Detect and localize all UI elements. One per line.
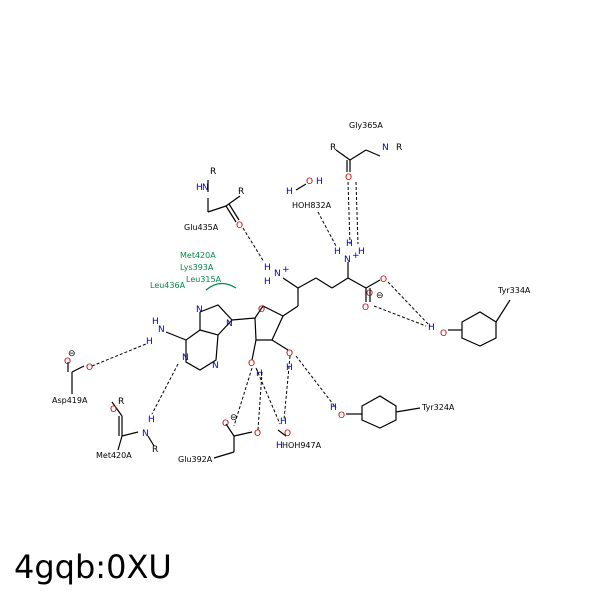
atom-o: O bbox=[86, 363, 93, 373]
atom-h: H bbox=[148, 415, 155, 425]
hydrophobic-labels: Met420A Lys393A Leu315A Leu436A bbox=[150, 251, 222, 290]
atom-labels: R N R O R N H R O H O H H H H N + H N + … bbox=[64, 143, 447, 455]
diagram-caption: 4gqb:0XU bbox=[14, 548, 172, 586]
hydrophobic-label-lys393: Lys393A bbox=[180, 263, 214, 272]
atom-h: H bbox=[330, 403, 337, 413]
hydrogen-bonds bbox=[91, 181, 431, 431]
atom-o: O bbox=[248, 359, 255, 369]
charge-minus: ⊖ bbox=[376, 291, 384, 301]
atom-o: O bbox=[366, 289, 373, 299]
atom-o: O bbox=[64, 357, 71, 367]
atom-o: O bbox=[306, 177, 313, 187]
atom-n: N bbox=[274, 269, 281, 279]
atom-h: H bbox=[286, 187, 293, 197]
atom-n: N bbox=[344, 255, 351, 265]
atom-n: N bbox=[196, 305, 203, 315]
residue-labels: Gly365A Glu435A HOH832A Tyr334A Asp419A … bbox=[52, 121, 531, 464]
label-met420: Met420A bbox=[96, 451, 132, 460]
label-gly365: Gly365A bbox=[349, 121, 383, 130]
atom-o: O bbox=[338, 411, 345, 421]
atom-o: O bbox=[258, 305, 265, 315]
hydrophobic-label-leu315: Leu315A bbox=[186, 275, 222, 284]
hydrophobic-label-leu436: Leu436A bbox=[150, 281, 186, 290]
atom-h: H bbox=[286, 363, 293, 373]
atom-n: N bbox=[202, 183, 209, 193]
atom-n: N bbox=[212, 361, 219, 371]
ligand-bonds bbox=[165, 262, 381, 371]
atom-o: O bbox=[254, 429, 261, 439]
atom-o: O bbox=[286, 349, 293, 359]
atom-h: H bbox=[428, 323, 435, 333]
atom-h: H bbox=[196, 183, 203, 193]
atom-o: O bbox=[440, 329, 447, 339]
label-hoh832: HOH832A bbox=[292, 201, 332, 210]
atom-h: H bbox=[264, 263, 271, 273]
label-glu435: Glu435A bbox=[184, 223, 219, 232]
label-glu392: Glu392A bbox=[178, 455, 213, 464]
atom-o: O bbox=[345, 173, 352, 183]
atom-o: O bbox=[362, 303, 369, 313]
hydrophobic-label-met420: Met420A bbox=[180, 251, 216, 260]
atom-h: H bbox=[316, 177, 323, 187]
charge-minus: ⊖ bbox=[230, 413, 238, 423]
atom-h: H bbox=[146, 337, 153, 347]
label-tyr334: Tyr334A bbox=[497, 286, 531, 295]
atom-o: O bbox=[222, 419, 229, 429]
label-tyr324: Tyr324A bbox=[421, 403, 455, 412]
atom-r: R bbox=[396, 143, 402, 153]
atom-h: H bbox=[334, 247, 341, 257]
atom-n: N bbox=[158, 325, 165, 335]
label-hoh947: HOH947A bbox=[282, 441, 322, 450]
atom-h: H bbox=[256, 369, 263, 379]
atom-r: R bbox=[210, 167, 216, 177]
atom-o: O bbox=[380, 275, 387, 285]
atom-r: R bbox=[152, 445, 158, 455]
atom-n: N bbox=[142, 429, 149, 439]
charge-minus: ⊖ bbox=[68, 349, 76, 359]
charge-plus: + bbox=[352, 251, 360, 261]
charge-plus: + bbox=[282, 265, 290, 275]
hydrophobic-contact-arc bbox=[205, 282, 237, 291]
atom-n: N bbox=[182, 353, 189, 363]
atom-h: H bbox=[276, 441, 283, 451]
atom-n: N bbox=[226, 319, 233, 329]
atom-r: R bbox=[238, 187, 244, 197]
atom-h: H bbox=[264, 277, 271, 287]
residue-bonds bbox=[67, 149, 511, 459]
atom-h: H bbox=[152, 317, 159, 327]
atom-o: O bbox=[284, 429, 291, 439]
atom-h: H bbox=[358, 247, 365, 257]
atom-h: H bbox=[346, 239, 353, 249]
atom-o: O bbox=[110, 405, 117, 415]
label-asp419: Asp419A bbox=[52, 396, 88, 405]
atom-r: R bbox=[118, 397, 124, 407]
atom-r: R bbox=[330, 143, 336, 153]
atom-o: O bbox=[236, 221, 243, 231]
atom-h: H bbox=[280, 417, 287, 427]
atom-n: N bbox=[382, 143, 389, 153]
